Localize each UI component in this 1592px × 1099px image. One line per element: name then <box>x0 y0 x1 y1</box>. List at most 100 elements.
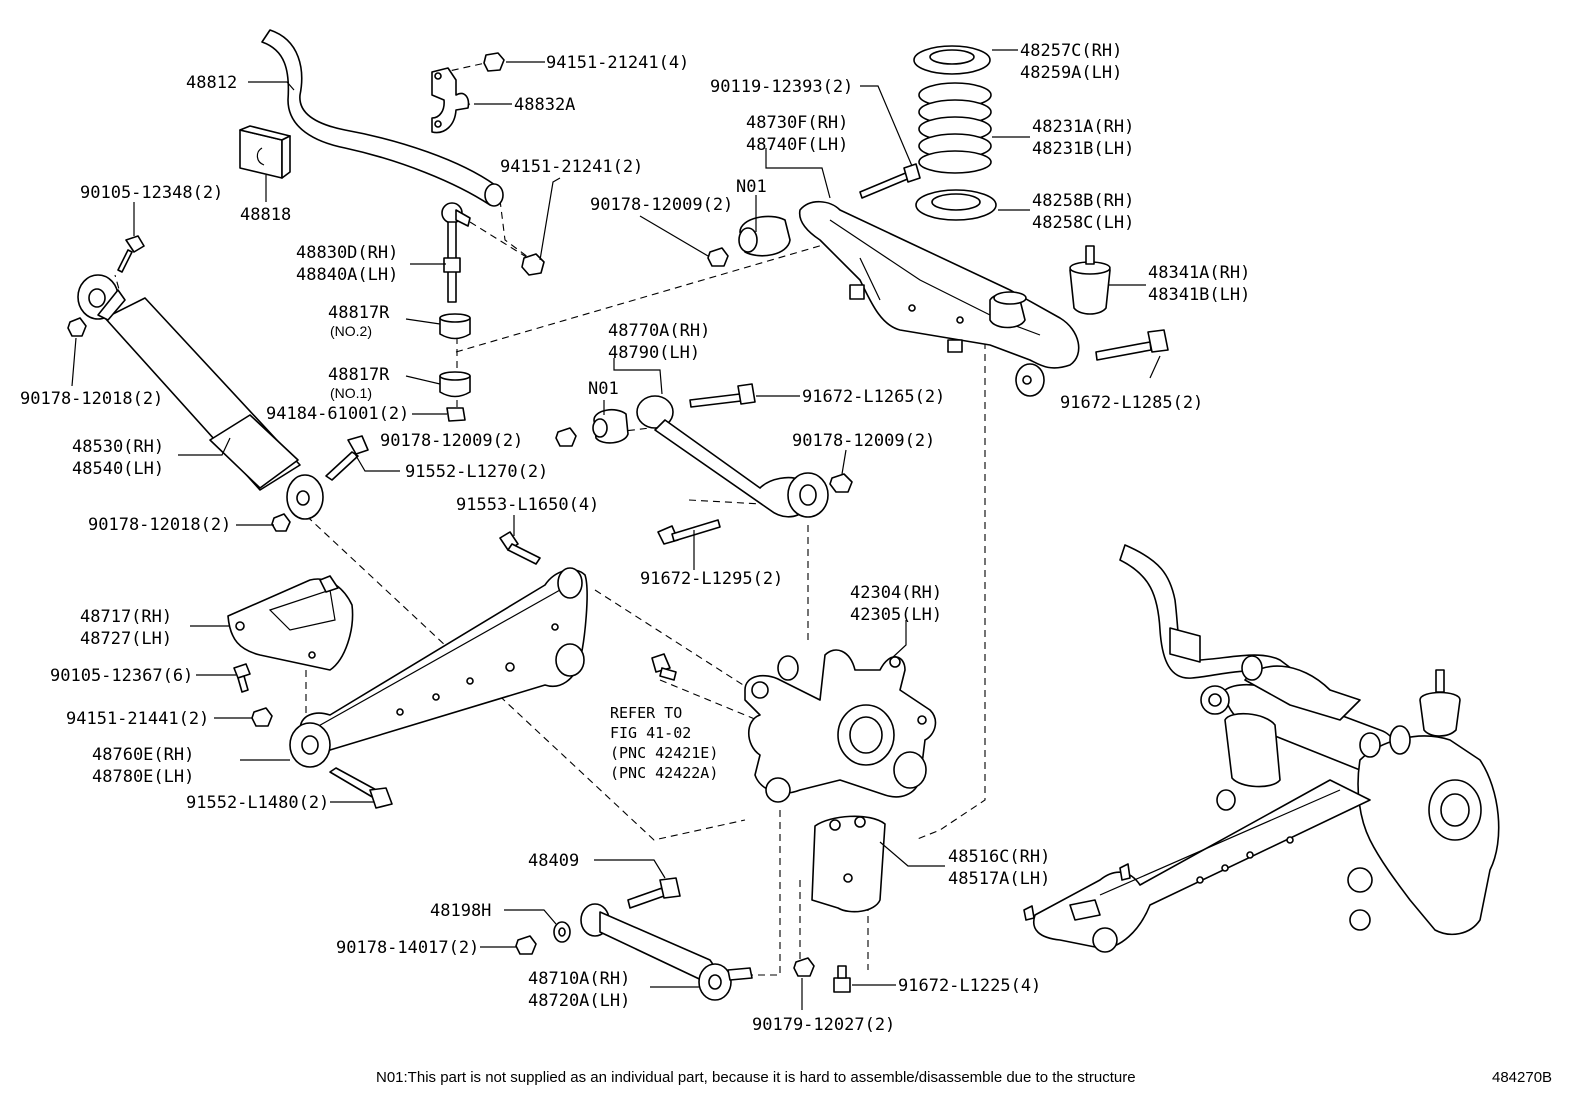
arm-bracket-48717 <box>227 575 354 671</box>
refer-to-line4: (PNC 42422A) <box>610 764 718 782</box>
bushing-48817R-no1 <box>439 371 471 398</box>
bolt-90119 <box>859 163 921 199</box>
label-42304[interactable]: 42304(RH) <box>850 583 942 603</box>
footnote-n01: N01:This part is not supplied as an indi… <box>376 1069 1136 1086</box>
bolt-91672-b <box>689 383 756 408</box>
stabilizer-bar-48812 <box>261 29 504 207</box>
bolt-91672-a <box>1095 329 1169 361</box>
label-n01-a: N01 <box>736 177 767 197</box>
label-48409[interactable]: 48409 <box>528 851 579 871</box>
label-48257C[interactable]: 48257C(RH) <box>1020 41 1122 61</box>
label-94151-21241-2[interactable]: 94151-21241(2) <box>500 157 643 177</box>
nut-90179 <box>793 957 815 977</box>
refer-to-line2[interactable]: FIG 41-02 <box>610 724 691 742</box>
label-48812[interactable]: 48812 <box>186 73 237 93</box>
label-48830D[interactable]: 48830D(RH) <box>296 243 398 263</box>
label-90178-12018-a[interactable]: 90178-12018(2) <box>20 389 163 409</box>
bolt-91672-d <box>833 965 851 993</box>
label-48231A[interactable]: 48231A(RH) <box>1032 117 1134 137</box>
nut-90178-a <box>67 317 87 337</box>
washer-48198H <box>553 921 571 943</box>
toe-arm-48770A <box>636 395 829 518</box>
bushing-n01-b <box>592 408 629 444</box>
nut-90178-d <box>555 427 577 447</box>
label-42305[interactable]: 42305(LH) <box>850 605 942 625</box>
label-90178-12009-c[interactable]: 90178-12009(2) <box>792 431 935 451</box>
label-91553-L1650[interactable]: 91553-L1650(4) <box>456 495 599 515</box>
label-48817R-no2[interactable]: 48817R <box>328 303 390 323</box>
label-48832A[interactable]: 48832A <box>514 95 575 115</box>
bolt-91553 <box>499 531 541 565</box>
nut-90178-e <box>829 473 853 493</box>
label-90119-12393[interactable]: 90119-12393(2) <box>710 77 853 97</box>
bracket-48516C <box>811 815 886 913</box>
label-48817R-no1[interactable]: 48817R <box>328 365 390 385</box>
knuckle-42304 <box>744 649 937 803</box>
upper-arm-48730F <box>798 200 1080 397</box>
bump-stopper-48341A <box>1069 245 1111 315</box>
nut-94151-b <box>521 253 545 276</box>
bolt-90105-a <box>117 235 145 273</box>
label-48198H[interactable]: 48198H <box>430 901 491 921</box>
label-90178-12009-a[interactable]: 90178-12009(2) <box>590 195 733 215</box>
label-48720A[interactable]: 48720A(LH) <box>528 991 630 1011</box>
label-90105-12367[interactable]: 90105-12367(6) <box>50 666 193 686</box>
label-48730F[interactable]: 48730F(RH) <box>746 113 848 133</box>
leader-lines <box>71 49 1161 1010</box>
label-90178-12009-b[interactable]: 90178-12009(2) <box>380 431 523 451</box>
label-48818[interactable]: 48818 <box>240 205 291 225</box>
label-48258B[interactable]: 48258B(RH) <box>1032 191 1134 211</box>
label-91672-L1285[interactable]: 91672-L1285(2) <box>1060 393 1203 413</box>
label-94184-61001[interactable]: 94184-61001(2) <box>266 404 409 424</box>
lateral-link-48710A <box>580 903 753 1001</box>
bolt-90105-b <box>233 663 251 693</box>
nut-90178-f <box>515 935 537 955</box>
label-48740F[interactable]: 48740F(LH) <box>746 135 848 155</box>
spring-seat-48258B <box>915 189 997 221</box>
label-48790[interactable]: 48790(LH) <box>608 343 700 363</box>
label-48540[interactable]: 48540(LH) <box>72 459 164 479</box>
label-90178-14017[interactable]: 90178-14017(2) <box>336 938 479 958</box>
label-91672-L1265[interactable]: 91672-L1265(2) <box>802 387 945 407</box>
label-91672-L1225[interactable]: 91672-L1225(4) <box>898 976 1041 996</box>
label-no1: (NO.1) <box>330 385 372 401</box>
label-48341A[interactable]: 48341A(RH) <box>1148 263 1250 283</box>
nut-94151-a <box>483 52 505 72</box>
label-91552-L1270[interactable]: 91552-L1270(2) <box>405 462 548 482</box>
stabilizer-bushing-48818 <box>239 125 291 179</box>
label-48231B[interactable]: 48231B(LH) <box>1032 139 1134 159</box>
label-48727[interactable]: 48727(LH) <box>80 629 172 649</box>
label-90178-12018-b[interactable]: 90178-12018(2) <box>88 515 231 535</box>
figure-code: 484270B <box>1492 1069 1552 1086</box>
part-labels: 48812 48818 94151-21241(4) 48832A 94151-… <box>20 41 1250 1035</box>
label-48710A[interactable]: 48710A(RH) <box>528 969 630 989</box>
stabilizer-link-48830D <box>441 202 471 303</box>
bushing-n01-a <box>738 215 791 257</box>
label-94151-21241-4[interactable]: 94151-21241(4) <box>546 53 689 73</box>
refer-to-line3: (PNC 42421E) <box>610 744 718 762</box>
label-91672-L1295[interactable]: 91672-L1295(2) <box>640 569 783 589</box>
label-no2: (NO.2) <box>330 323 372 339</box>
label-48259A[interactable]: 48259A(LH) <box>1020 63 1122 83</box>
label-48760E[interactable]: 48760E(RH) <box>92 745 194 765</box>
refer-to-line1: REFER TO <box>610 704 682 722</box>
label-90179-12027[interactable]: 90179-12027(2) <box>752 1015 895 1035</box>
label-48717[interactable]: 48717(RH) <box>80 607 172 627</box>
label-48258C[interactable]: 48258C(LH) <box>1032 213 1134 233</box>
nut-94151-c <box>251 707 273 727</box>
coil-spring-48231A <box>918 82 992 174</box>
label-48517A[interactable]: 48517A(LH) <box>948 869 1050 889</box>
label-48780E[interactable]: 48780E(LH) <box>92 767 194 787</box>
label-91552-L1480[interactable]: 91552-L1480(2) <box>186 793 329 813</box>
label-94151-21441[interactable]: 94151-21441(2) <box>66 709 209 729</box>
label-48341B[interactable]: 48341B(LH) <box>1148 285 1250 305</box>
label-48770A[interactable]: 48770A(RH) <box>608 321 710 341</box>
nut-90178-b <box>271 513 291 532</box>
bushing-48817R-no2 <box>439 313 471 340</box>
bolt-refer-fig <box>651 653 677 681</box>
label-90105-12348[interactable]: 90105-12348(2) <box>80 183 223 203</box>
nut-94184 <box>446 407 466 422</box>
label-48516C[interactable]: 48516C(RH) <box>948 847 1050 867</box>
label-48840A[interactable]: 48840A(LH) <box>296 265 398 285</box>
label-48530[interactable]: 48530(RH) <box>72 437 164 457</box>
